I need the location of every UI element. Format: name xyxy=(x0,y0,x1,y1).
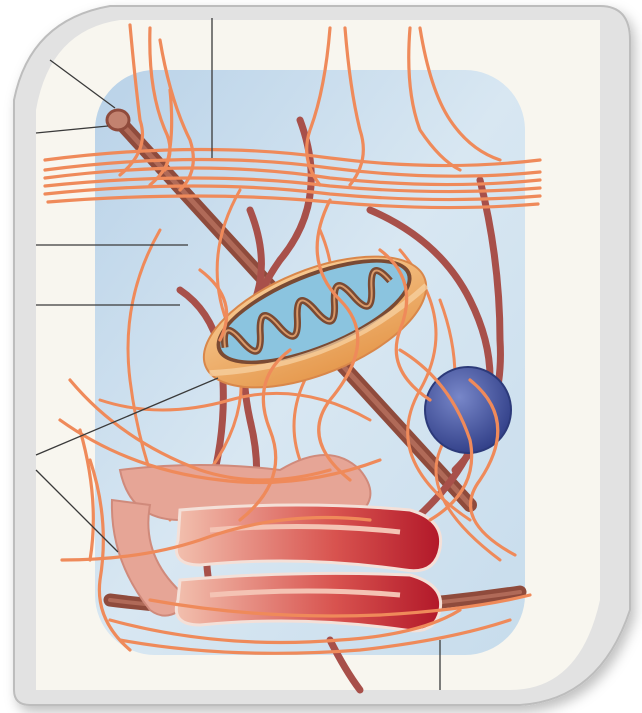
microtubule-end xyxy=(107,110,129,130)
